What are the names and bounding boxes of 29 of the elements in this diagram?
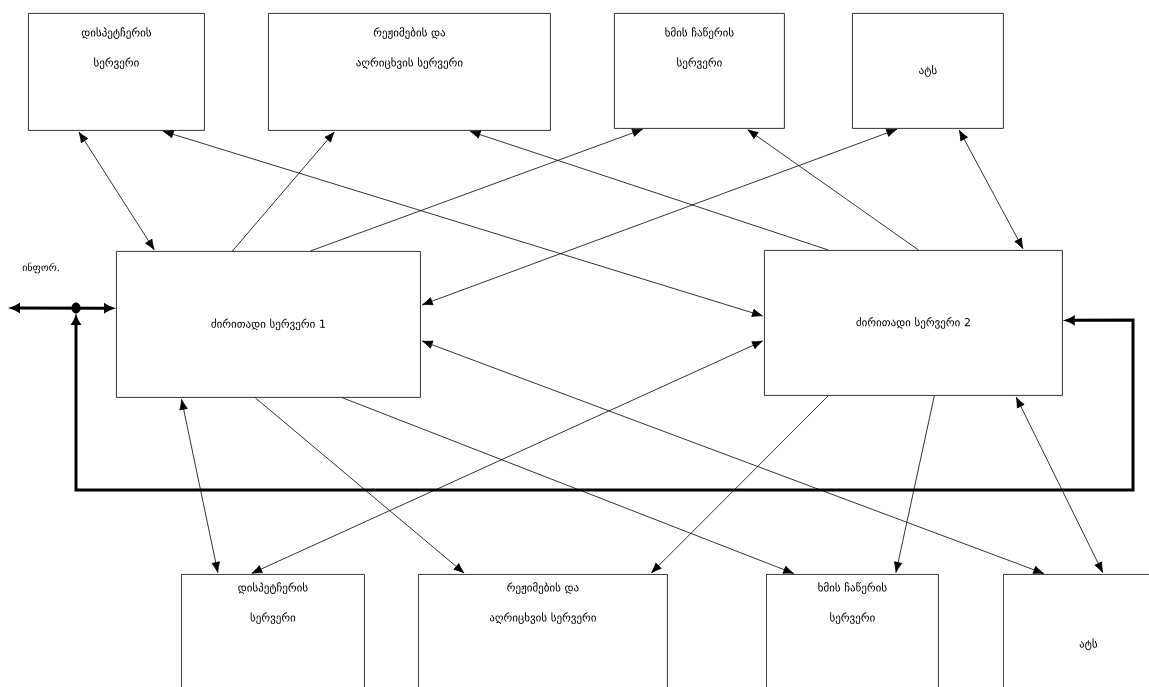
server-box: ხმის ჩაწერის სერვერი bbox=[614, 13, 785, 129]
server-box: ძირითადი სერვერი 1 bbox=[116, 251, 421, 398]
arrow bbox=[179, 399, 220, 573]
arrow bbox=[421, 340, 1045, 574]
arrow bbox=[469, 130, 829, 251]
signal-label: ინფორ. bbox=[22, 262, 59, 274]
server-box: დისპეტჩერის სერვერი bbox=[28, 13, 205, 131]
server-box: დისპეტჩერის სერვერი bbox=[181, 574, 365, 687]
server-box: რეჟიმების და აღრიცხვის სერვერი bbox=[418, 574, 668, 687]
arrow bbox=[78, 131, 155, 250]
arrow bbox=[958, 129, 1024, 249]
arrow bbox=[747, 129, 919, 251]
server-box: ძირითადი სერვერი 2 bbox=[764, 250, 1063, 396]
arrow bbox=[254, 397, 465, 574]
arrow bbox=[342, 397, 795, 574]
server-box: ხმის ჩაწერის სერვერი bbox=[766, 574, 939, 687]
arrow bbox=[1015, 396, 1104, 573]
server-box: რეჟიმების და აღრიცხვის სერვერი bbox=[268, 13, 551, 131]
thick-arrow bbox=[10, 303, 114, 313]
server-box: ატს bbox=[1003, 574, 1149, 687]
server-box: ატს bbox=[852, 13, 1004, 129]
thick-arrow bbox=[71, 315, 1135, 492]
arrow bbox=[310, 128, 643, 252]
arrow bbox=[232, 131, 335, 252]
arrow bbox=[162, 130, 763, 317]
arrow bbox=[893, 395, 935, 573]
arrow bbox=[651, 395, 829, 574]
arrow bbox=[251, 340, 763, 574]
arrow bbox=[421, 128, 898, 306]
